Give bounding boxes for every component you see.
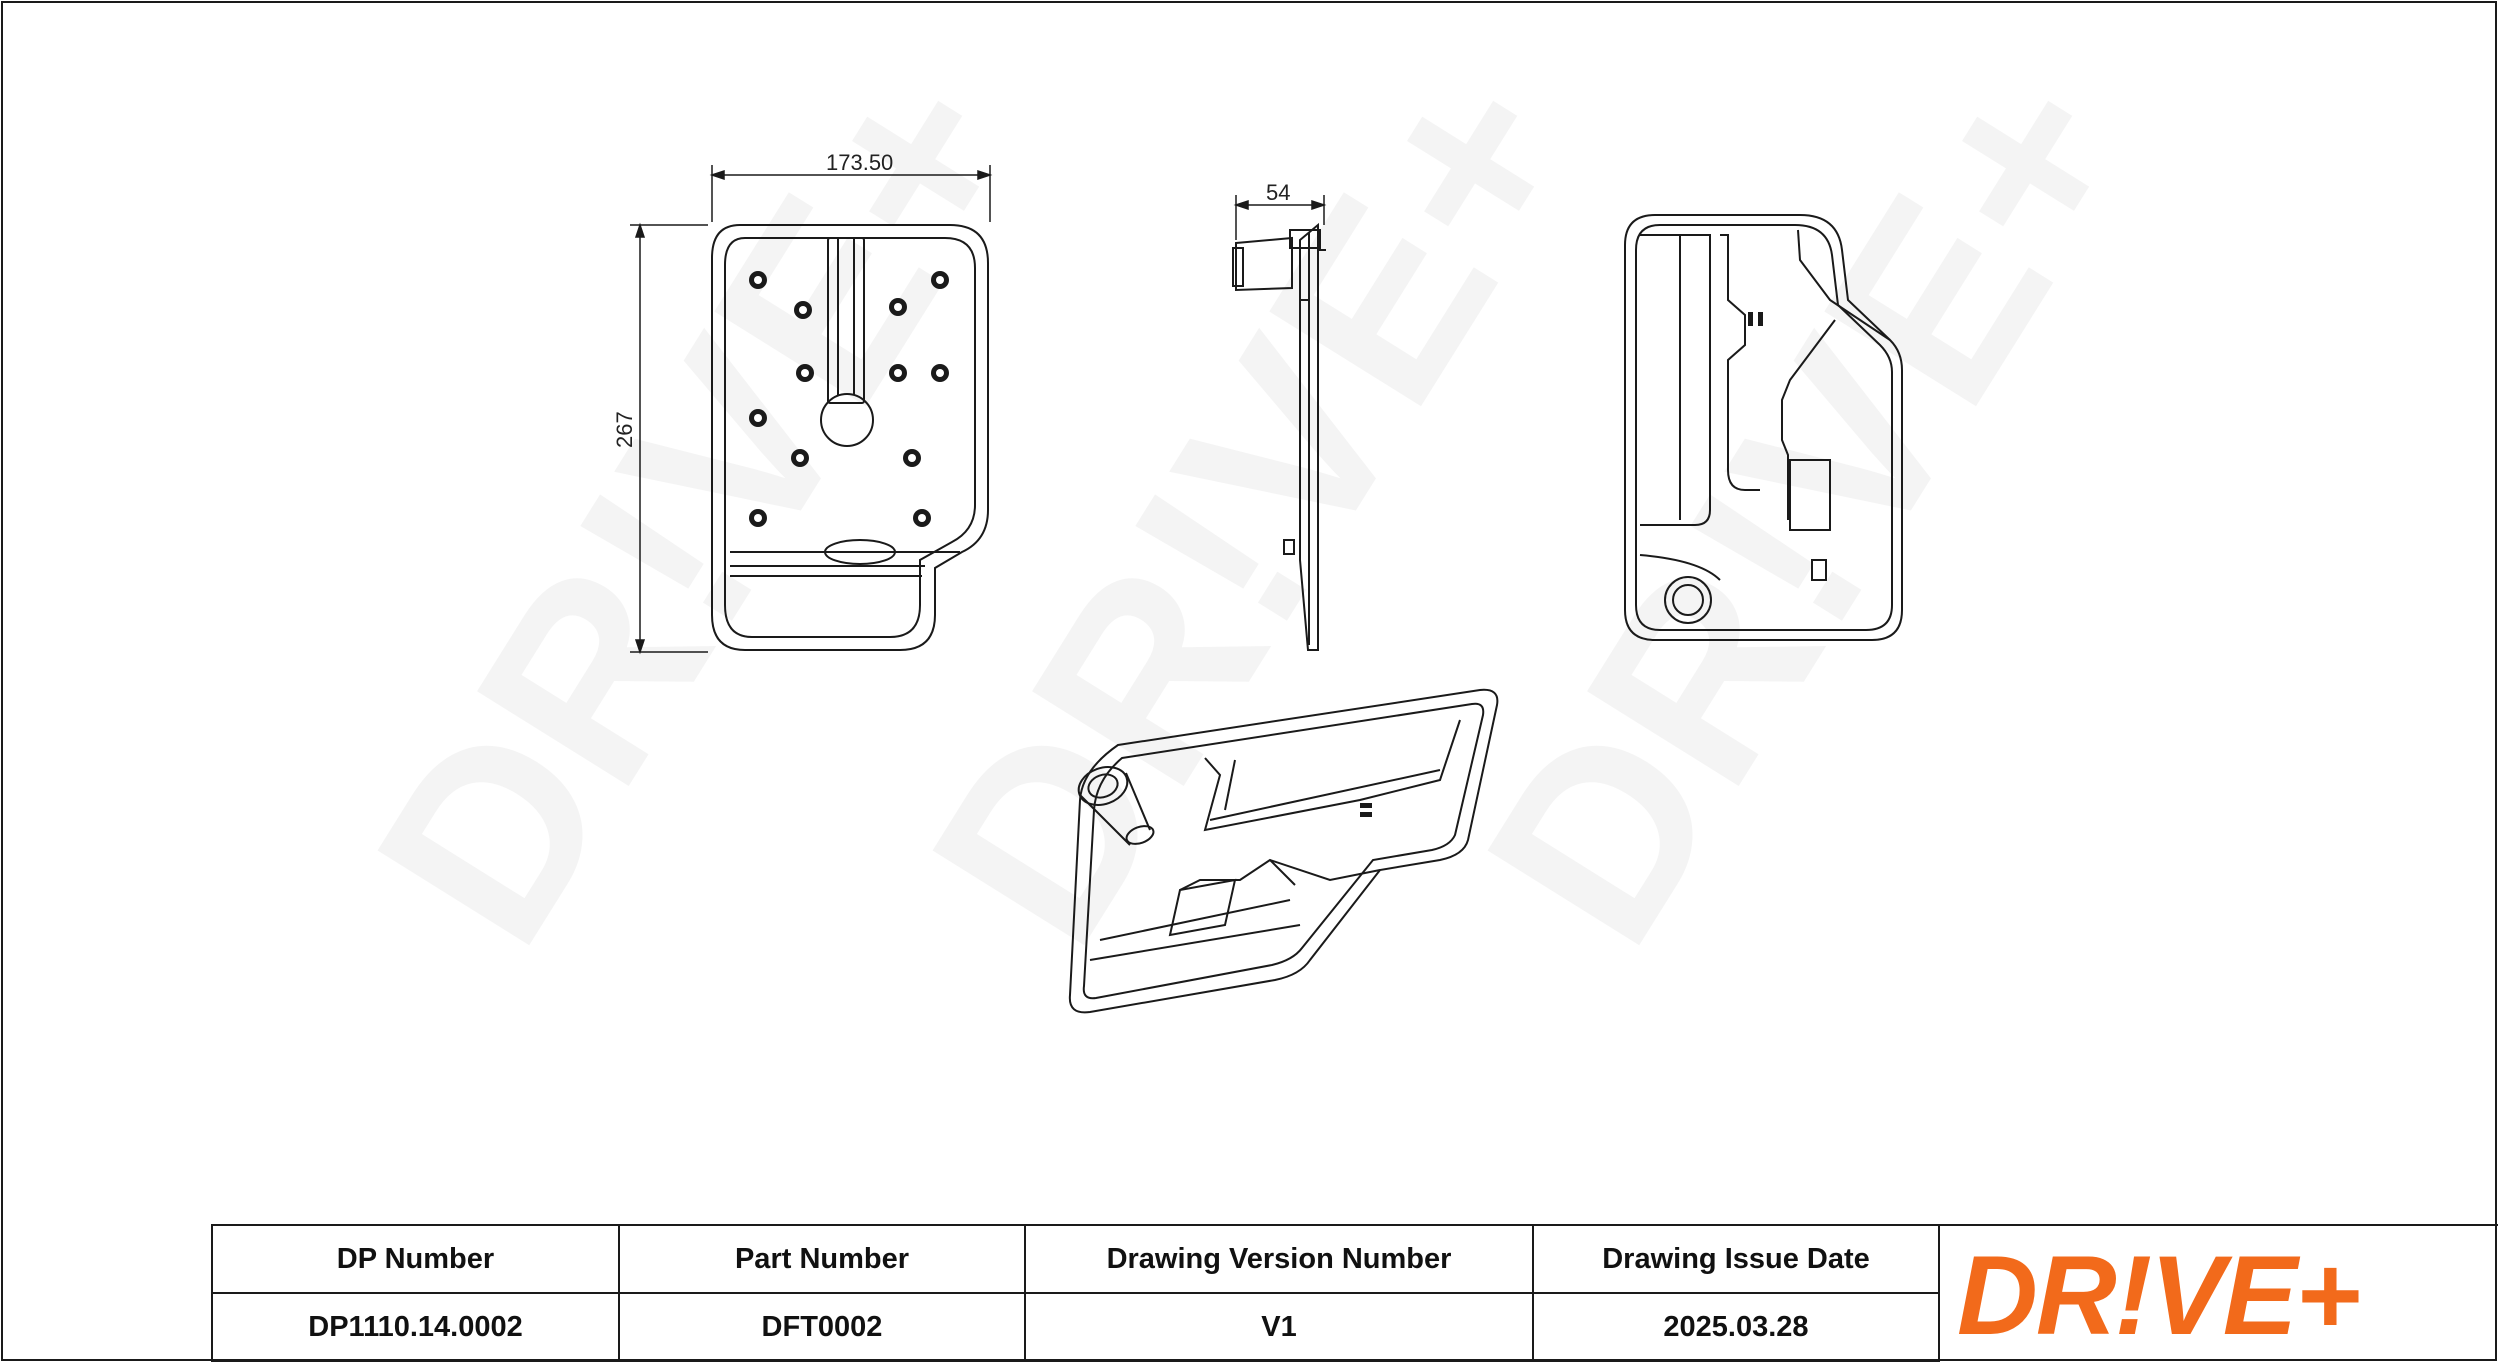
dimension-depth-label: 54 bbox=[1266, 180, 1290, 205]
front-view bbox=[711, 224, 989, 651]
dimension-width bbox=[709, 165, 993, 222]
back-view-outlet bbox=[1664, 576, 1712, 624]
value-issue-date: 2025.03.28 bbox=[1532, 1292, 1940, 1362]
value-dp-number: DP1110.14.0002 bbox=[211, 1292, 620, 1362]
header-drawing-version: Drawing Version Number bbox=[1024, 1224, 1534, 1294]
dimension-depth bbox=[1233, 195, 1327, 240]
technical-drawing: DR!VE+ DR!VE+ DR!VE+ bbox=[322, 21, 2187, 1014]
isometric-outlet bbox=[1077, 766, 1155, 846]
drive-logo: DR!VE+ bbox=[1957, 1246, 2361, 1346]
dimension-height-label: 267 bbox=[612, 411, 637, 448]
drive-logo-text: DR!VE+ bbox=[1957, 1246, 2359, 1346]
watermark-group: DR!VE+ DR!VE+ DR!VE+ bbox=[322, 21, 2187, 989]
title-block-value-row: DP1110.14.0002 DFT0002 V1 2025.03.28 bbox=[211, 1292, 1940, 1362]
dimension-width-label: 173.50 bbox=[826, 150, 893, 175]
front-view-holes bbox=[749, 271, 949, 527]
front-view-inner bbox=[724, 237, 976, 638]
isometric-view bbox=[1068, 688, 1499, 1014]
dimension-height bbox=[630, 222, 708, 655]
front-view-outlet bbox=[820, 393, 874, 447]
logo-cell: DR!VE+ bbox=[1937, 1224, 2498, 1361]
header-part-number: Part Number bbox=[618, 1224, 1026, 1294]
front-view-outer bbox=[711, 224, 989, 651]
back-view bbox=[1624, 214, 1903, 641]
front-view-channel bbox=[827, 237, 865, 404]
header-dp-number: DP Number bbox=[211, 1224, 620, 1294]
title-block: DP Number Part Number Drawing Version Nu… bbox=[211, 1224, 1940, 1362]
title-block-header-row: DP Number Part Number Drawing Version Nu… bbox=[211, 1224, 1940, 1294]
value-part-number: DFT0002 bbox=[618, 1292, 1026, 1362]
header-issue-date: Drawing Issue Date bbox=[1532, 1224, 1940, 1294]
side-view bbox=[1232, 222, 1326, 651]
value-drawing-version: V1 bbox=[1024, 1292, 1534, 1362]
